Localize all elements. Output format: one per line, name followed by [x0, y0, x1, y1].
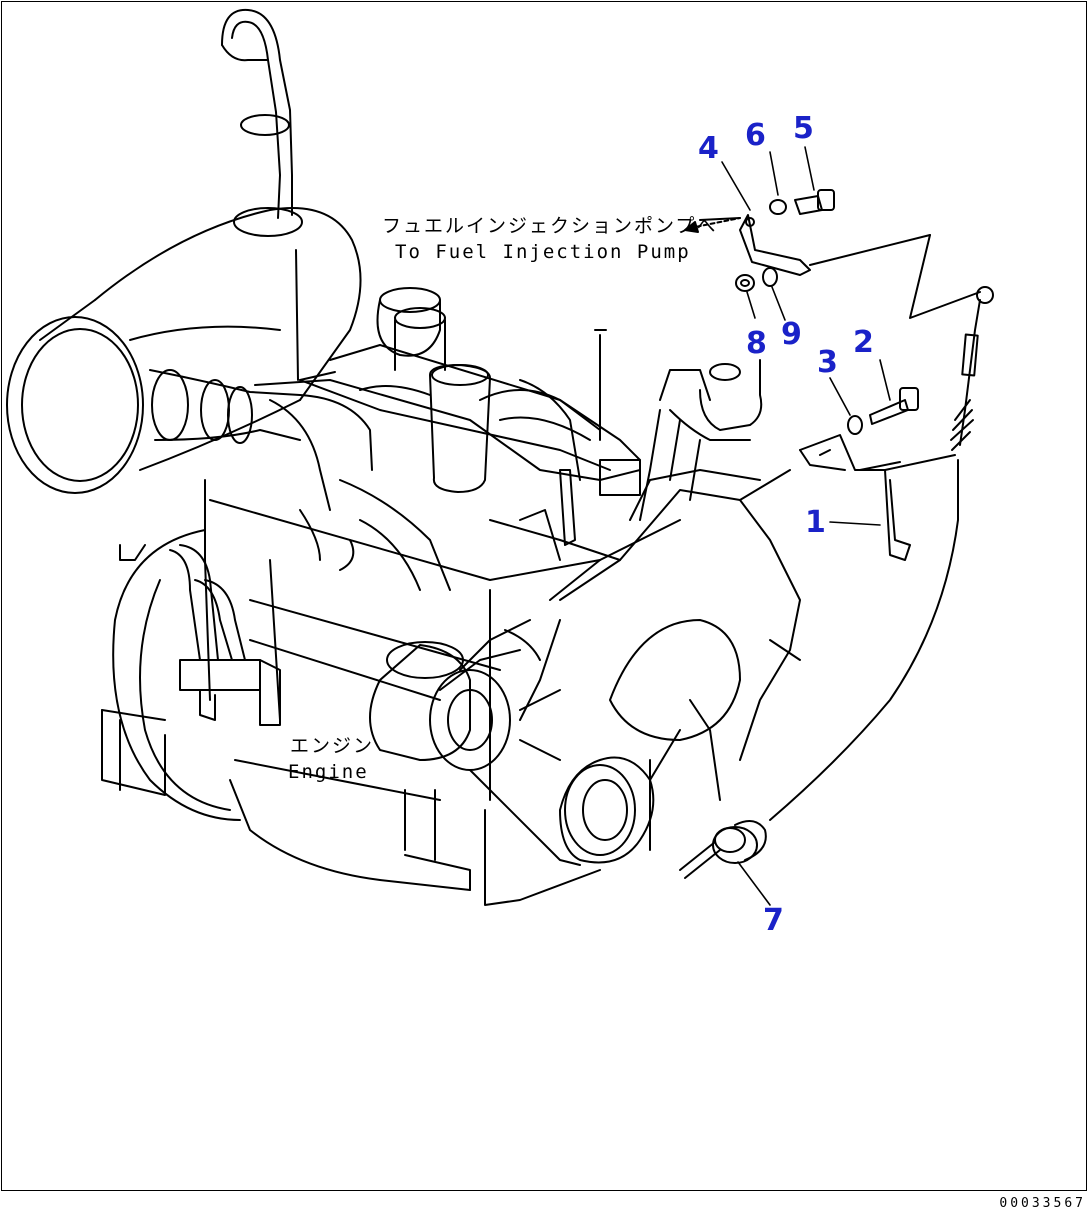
arrow-to-pump: [684, 217, 741, 233]
pump-label-jp: フュエルインジェクションポンプへ: [382, 215, 717, 237]
cooling-fan: [519, 469, 801, 864]
leader-lines: [721, 146, 891, 906]
drawing-frame: [1, 1, 1087, 1191]
exhaust-pipe: [221, 8, 293, 219]
bolt-2: [869, 387, 919, 425]
engine-label-jp: エンジン: [290, 735, 374, 757]
flywheel-housing: [101, 529, 241, 821]
throttle-cable: [769, 234, 994, 821]
callout-9: 9: [781, 317, 802, 352]
figure-number: 00033567: [999, 1196, 1086, 1211]
intake-tube: [149, 369, 451, 591]
callout-6: 6: [745, 118, 766, 153]
bolt-5: [794, 189, 835, 215]
oil-pipes: [169, 544, 281, 726]
engine-label-en: Engine: [288, 761, 369, 783]
callout-7: 7: [763, 903, 784, 938]
callout-3: 3: [817, 345, 838, 380]
alternator: [369, 619, 581, 866]
washer-3: [847, 415, 863, 435]
engine-block: [204, 379, 641, 906]
nut-8: [735, 274, 755, 292]
callout-5: 5: [793, 111, 814, 146]
bracket-1: [799, 434, 956, 561]
fuel-filter: [639, 359, 763, 521]
washer-9: [762, 267, 778, 287]
callout-4: 4: [698, 131, 719, 166]
callout-2: 2: [853, 325, 874, 360]
callout-8: 8: [746, 326, 767, 361]
grommet-7: [679, 820, 767, 879]
air-cleaner: [6, 207, 362, 494]
callout-1: 1: [805, 505, 826, 540]
pump-label-en: To Fuel Injection Pump: [395, 241, 691, 263]
nut-6: [769, 199, 787, 215]
rocker-cover: [299, 287, 641, 546]
